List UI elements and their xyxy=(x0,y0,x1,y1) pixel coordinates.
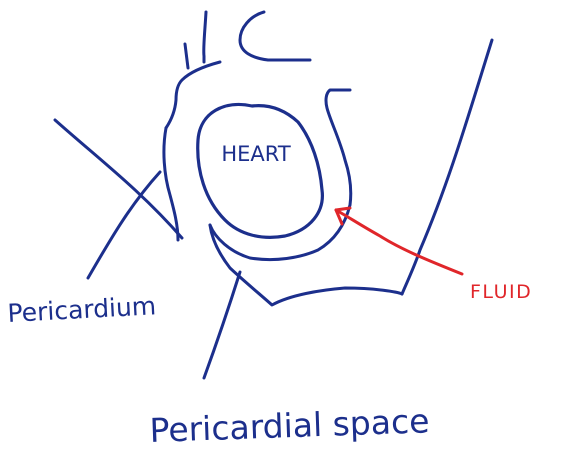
pericardial-sac-left xyxy=(164,128,178,240)
vessel-arch xyxy=(240,12,310,60)
pericardium-label: Pericardium xyxy=(7,291,157,328)
fluid-label: FLUID xyxy=(470,281,532,303)
vessel-stub xyxy=(185,44,188,68)
great-vessels xyxy=(166,12,310,128)
pericardium-leader-2 xyxy=(88,172,160,278)
vessel-left-outline xyxy=(166,62,220,128)
heart-label: HEART xyxy=(221,142,290,166)
pericardial-space-label: Pericardial space xyxy=(149,401,430,450)
pericardial-space-leader xyxy=(204,272,240,378)
pericardium-leader-1 xyxy=(55,120,182,238)
fluid-arrow xyxy=(336,208,462,274)
pericardial-sac-bottom xyxy=(210,225,402,305)
vessel-left-stem xyxy=(204,12,206,62)
pericardial-sac-right xyxy=(210,90,351,260)
fluid-arrow-shaft xyxy=(336,210,462,274)
heart-outline xyxy=(198,104,323,237)
